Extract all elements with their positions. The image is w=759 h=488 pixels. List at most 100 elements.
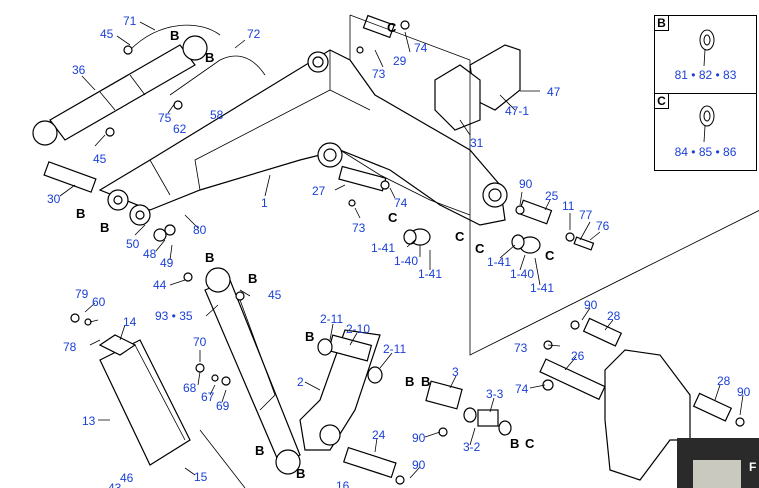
- part-label-80: 80: [193, 223, 207, 237]
- part-label-74b: 74: [394, 196, 408, 210]
- arm-cylinder: [204, 267, 301, 475]
- part-label-90b: 90: [584, 298, 598, 312]
- thumbnail-image[interactable]: [693, 460, 741, 488]
- part-label-1-41d: 1-41: [530, 281, 554, 295]
- part-label-67: 67: [201, 390, 215, 404]
- part-label-73c: 73: [514, 341, 528, 355]
- guard-plate-13: [99, 339, 191, 466]
- part-label-3-2: 3-2: [463, 440, 481, 454]
- hose-72: [169, 55, 266, 96]
- bushing-3: [425, 380, 512, 436]
- pin-30: [43, 161, 97, 193]
- part-label-46: 46: [120, 471, 134, 485]
- part-label-49: 49: [160, 256, 174, 270]
- part-label-16: 16: [336, 479, 350, 488]
- ref-letter-b: B: [100, 220, 109, 235]
- part-label-28b: 28: [717, 374, 731, 388]
- part-label-27: 27: [312, 184, 326, 198]
- part-label-90a: 90: [519, 177, 533, 191]
- inset-b-tag: B: [655, 16, 669, 31]
- ref-letter-b: B: [170, 28, 179, 43]
- inset-c: C 84 • 85 • 86: [654, 93, 757, 171]
- ref-letter-c: C: [388, 210, 398, 225]
- part-label-45b: 45: [93, 152, 107, 166]
- thumbnail-panel[interactable]: F: [677, 438, 759, 488]
- part-label-31: 31: [470, 136, 484, 150]
- part-label-73b: 73: [352, 221, 366, 235]
- part-label-1-40a: 1-40: [394, 254, 418, 268]
- ref-letter-c: C: [525, 436, 535, 451]
- part-label-50: 50: [126, 237, 140, 251]
- fasteners: [70, 20, 745, 485]
- part-label-29: 29: [393, 54, 407, 68]
- part-label-45c: 45: [268, 288, 282, 302]
- ref-letter-b: B: [205, 50, 214, 65]
- part-label-71: 71: [123, 14, 137, 28]
- ref-letter-c: C: [475, 241, 485, 256]
- inset-b: B 81 • 82 • 83: [654, 15, 757, 94]
- part-label-76: 76: [596, 219, 610, 233]
- part-label-73a: 73: [372, 67, 386, 81]
- washer-icon: [699, 105, 715, 143]
- ref-letter-b: B: [421, 374, 430, 389]
- part-label-62: 62: [173, 122, 187, 136]
- ref-letter-b: B: [76, 206, 85, 221]
- ref-letter-b: B: [405, 374, 414, 389]
- boom-cylinder: [32, 35, 208, 146]
- part-label-1-40b: 1-40: [510, 267, 534, 281]
- part-label-47: 47: [547, 85, 561, 99]
- pin-26: [539, 358, 606, 401]
- part-label-1-41c: 1-41: [487, 255, 511, 269]
- part-label-30: 30: [47, 192, 61, 206]
- bushings-right: [403, 199, 595, 254]
- plate-edges: [134, 344, 246, 488]
- part-label-43: 43: [108, 481, 122, 488]
- ref-letter-c: C: [387, 20, 397, 35]
- part-label-90d: 90: [412, 458, 426, 472]
- part-label-74a: 74: [414, 41, 428, 55]
- part-label-90c: 90: [412, 431, 426, 445]
- thumbnail-label: F: [749, 460, 757, 474]
- part-label-93-35: 93 • 35: [155, 309, 193, 323]
- boom: [98, 49, 508, 226]
- pin-24: [342, 446, 397, 479]
- cover-31: [434, 64, 481, 131]
- part-label-72: 72: [247, 27, 261, 41]
- ref-letter-b: B: [510, 436, 519, 451]
- part-label-25: 25: [545, 189, 559, 203]
- ref-letter-b: B: [305, 329, 314, 344]
- part-label-11: 11: [562, 199, 575, 213]
- part-label-68: 68: [183, 381, 197, 395]
- pin-29: [362, 14, 395, 39]
- part-label-1-41a: 1-41: [371, 241, 395, 255]
- inset-b-parts: 81 • 82 • 83: [674, 68, 737, 82]
- link-2: [299, 329, 383, 451]
- part-label-26: 26: [571, 349, 585, 363]
- part-label-58: 58: [210, 108, 224, 122]
- guide-lines: [349, 14, 759, 356]
- part-label-2-11a: 2-11: [320, 312, 343, 326]
- part-label-79: 79: [75, 287, 89, 301]
- hose-71: [129, 24, 221, 51]
- washer-icon: [699, 29, 715, 67]
- part-label-15: 15: [194, 470, 208, 484]
- part-label-74c: 74: [515, 382, 529, 396]
- ref-letter-c: C: [455, 229, 465, 244]
- ref-letter-c: C: [545, 248, 555, 263]
- part-label-36: 36: [72, 63, 86, 77]
- inset-c-parts: 84 • 85 • 86: [674, 145, 737, 159]
- part-label-28a: 28: [607, 309, 621, 323]
- pin-28a: [582, 317, 623, 347]
- part-label-2: 2: [297, 375, 304, 389]
- ref-letter-b: B: [296, 466, 305, 481]
- pin-27: [338, 165, 387, 192]
- part-label-2-10: 2-10: [346, 322, 370, 336]
- part-label-1: 1: [261, 196, 268, 210]
- ref-letter-b: B: [205, 250, 214, 265]
- part-label-78: 78: [63, 340, 77, 354]
- part-label-45a: 45: [100, 27, 114, 41]
- bracket-14: [98, 334, 137, 356]
- part-label-3: 3: [452, 365, 459, 379]
